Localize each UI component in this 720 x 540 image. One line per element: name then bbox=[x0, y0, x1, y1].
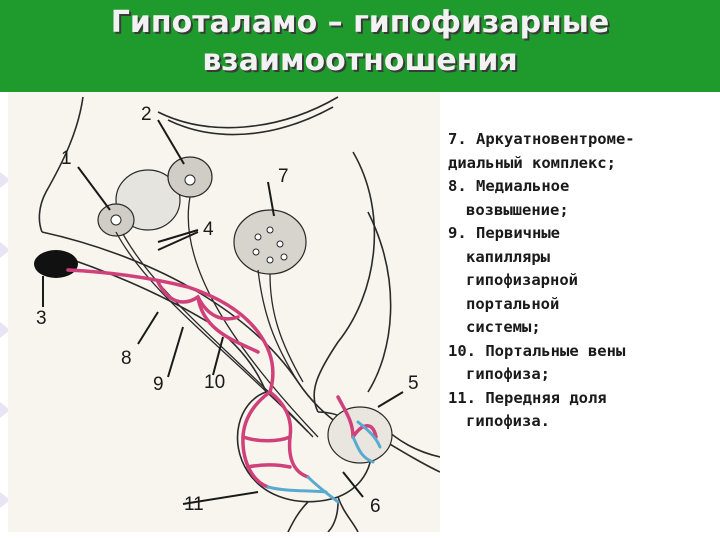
legend-item-8-line-1: 8. Медиальное bbox=[448, 175, 716, 199]
legend-item-9-line-1: 9. Первичные bbox=[448, 222, 716, 246]
legend-item-11: 11. Передняя доля гипофиза. bbox=[448, 387, 716, 434]
legend-item-8: 8. Медиальное возвышение; bbox=[448, 175, 716, 222]
legend-item-8-line-2: возвышение; bbox=[448, 199, 716, 223]
legend: 7. Аркуатновентроме- диальный комплекс; … bbox=[448, 128, 716, 434]
anatomy-drawing: 1 2 3 4 5 6 7 8 9 10 11 bbox=[8, 92, 440, 532]
legend-item-10-line-1: 10. Портальные вены bbox=[448, 340, 716, 364]
legend-item-7-line-1: 7. Аркуатновентроме- bbox=[448, 128, 716, 152]
hypothalamus-pituitary-figure: 1 2 3 4 5 6 7 8 9 10 11 bbox=[8, 92, 440, 532]
label-4: 4 bbox=[203, 219, 214, 240]
label-7: 7 bbox=[278, 166, 289, 187]
label-5: 5 bbox=[408, 373, 419, 394]
label-11: 11 bbox=[184, 494, 204, 515]
legend-item-9-line-2: капилляры bbox=[448, 246, 716, 270]
label-6: 6 bbox=[370, 496, 381, 517]
legend-item-9-line-4: портальной bbox=[448, 293, 716, 317]
legend-item-11-line-2: гипофиза. bbox=[448, 410, 716, 434]
title-line-2: взаимоотношения bbox=[0, 42, 720, 80]
legend-item-10: 10. Портальные вены гипофиза; bbox=[448, 340, 716, 387]
label-10: 10 bbox=[204, 372, 225, 393]
legend-item-10-line-2: гипофиза; bbox=[448, 363, 716, 387]
legend-item-7: 7. Аркуатновентроме- диальный комплекс; bbox=[448, 128, 716, 175]
label-3: 3 bbox=[36, 308, 47, 329]
legend-item-11-line-1: 11. Передняя доля bbox=[448, 387, 716, 411]
label-1: 1 bbox=[61, 148, 72, 169]
label-8: 8 bbox=[121, 348, 132, 369]
legend-item-9-line-5: системы; bbox=[448, 316, 716, 340]
legend-item-9-line-3: гипофизарной bbox=[448, 269, 716, 293]
title-line-1: Гипоталамо – гипофизарные bbox=[0, 4, 720, 42]
label-2: 2 bbox=[141, 104, 152, 125]
label-9: 9 bbox=[153, 374, 164, 395]
slide-title: Гипоталамо – гипофизарные взаимоотношени… bbox=[0, 4, 720, 80]
legend-item-7-line-2: диальный комплекс; bbox=[448, 152, 716, 176]
legend-item-9: 9. Первичные капилляры гипофизарной порт… bbox=[448, 222, 716, 340]
